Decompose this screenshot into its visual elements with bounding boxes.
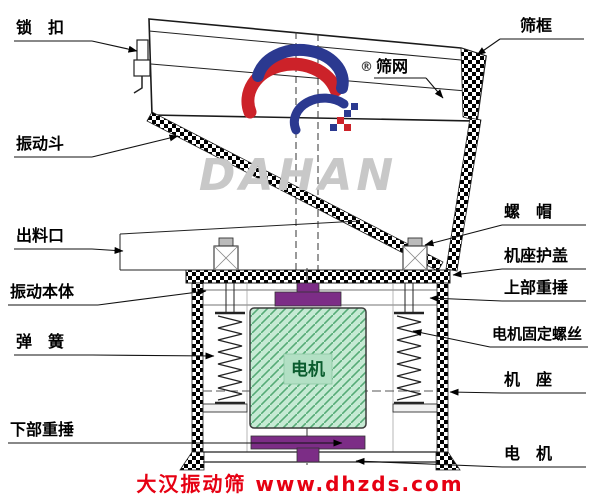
leader-upper-weight — [429, 294, 503, 302]
leader-sieve-frame — [476, 38, 501, 56]
cover-bolt-right — [402, 237, 428, 271]
label-motor-screw: 电机固定螺丝 — [492, 325, 582, 343]
label-base: 机 座 — [504, 370, 552, 389]
lock-lower — [133, 59, 151, 77]
callouts: 锁 扣 振动斗 出料口 振动本体 弹 簧 下部重捶 筛框 ® 筛网 螺 帽 机座… — [8, 16, 588, 468]
label-spring: 弹 簧 — [16, 332, 64, 351]
spring-coil — [396, 315, 422, 401]
leader-motor — [355, 457, 503, 468]
lower-weight-stem — [296, 447, 320, 463]
spring-left — [202, 283, 248, 413]
motor-label-text: 电机 — [291, 359, 325, 380]
footer-watermark-text: 大汉振动筛 www.dhzds.com — [136, 472, 463, 496]
spring-shelf — [392, 403, 438, 413]
lock-upper — [136, 39, 149, 63]
base-cover-assembly — [185, 237, 451, 284]
label-body: 振动本体 — [10, 282, 75, 301]
label-base-cover: 机座护盖 — [504, 246, 568, 265]
leader-sieve-mesh — [425, 77, 444, 99]
upper-weight-stem — [296, 282, 320, 294]
leader-lock — [91, 40, 138, 53]
label-sieve-mesh: 筛网 — [376, 57, 408, 76]
label-sieve-frame: 筛框 — [520, 16, 552, 35]
label-hopper: 振动斗 — [16, 134, 64, 153]
motor-label-chip — [283, 353, 333, 385]
spring-coil — [217, 315, 243, 401]
base-wall-left — [191, 282, 204, 453]
leader-body — [97, 288, 207, 306]
base-wall-right — [436, 282, 449, 453]
cover-bolt-left — [213, 237, 239, 271]
spring-right — [392, 283, 438, 413]
logo-swirl-blue-small — [289, 93, 349, 135]
leader-nut — [424, 224, 503, 247]
label-outlet: 出料口 — [16, 226, 64, 245]
label-motor: 电 机 — [504, 444, 552, 463]
leader-base-cover — [452, 268, 503, 278]
brand-wordmark: DAHAN — [199, 150, 397, 201]
logo-swirl-red — [241, 57, 343, 119]
bolt-hatch — [213, 245, 239, 271]
leader-spring — [91, 352, 215, 360]
label-lock: 锁 扣 — [16, 18, 64, 37]
label-lower-weight: 下部重捶 — [10, 420, 74, 439]
lock-hook — [133, 76, 143, 94]
label-nut: 螺 帽 — [504, 202, 552, 221]
chute-top-line — [119, 220, 360, 235]
sieve-mesh-line — [150, 63, 479, 93]
label-upper-weight: 上部重捶 — [504, 278, 568, 297]
registered-mark: ® — [360, 60, 373, 75]
lock-clasp — [133, 39, 151, 94]
bolt-cap-right — [407, 237, 423, 247]
leader-outlet — [91, 246, 124, 254]
leader-motor-screw — [412, 329, 491, 348]
base-cover-band — [185, 269, 451, 284]
leader-hopper — [91, 134, 179, 158]
watermark: DAHAN — [199, 43, 397, 201]
bolt-hatch — [402, 245, 428, 271]
logo-checker-squares — [330, 103, 358, 131]
upper-weight-bar — [274, 291, 342, 307]
motor-assembly: 电机 — [249, 282, 367, 463]
logo-swirl-blue — [252, 43, 349, 94]
leader-base — [449, 388, 503, 396]
spring-shelf — [202, 403, 248, 413]
bolt-cap-left — [218, 237, 234, 247]
